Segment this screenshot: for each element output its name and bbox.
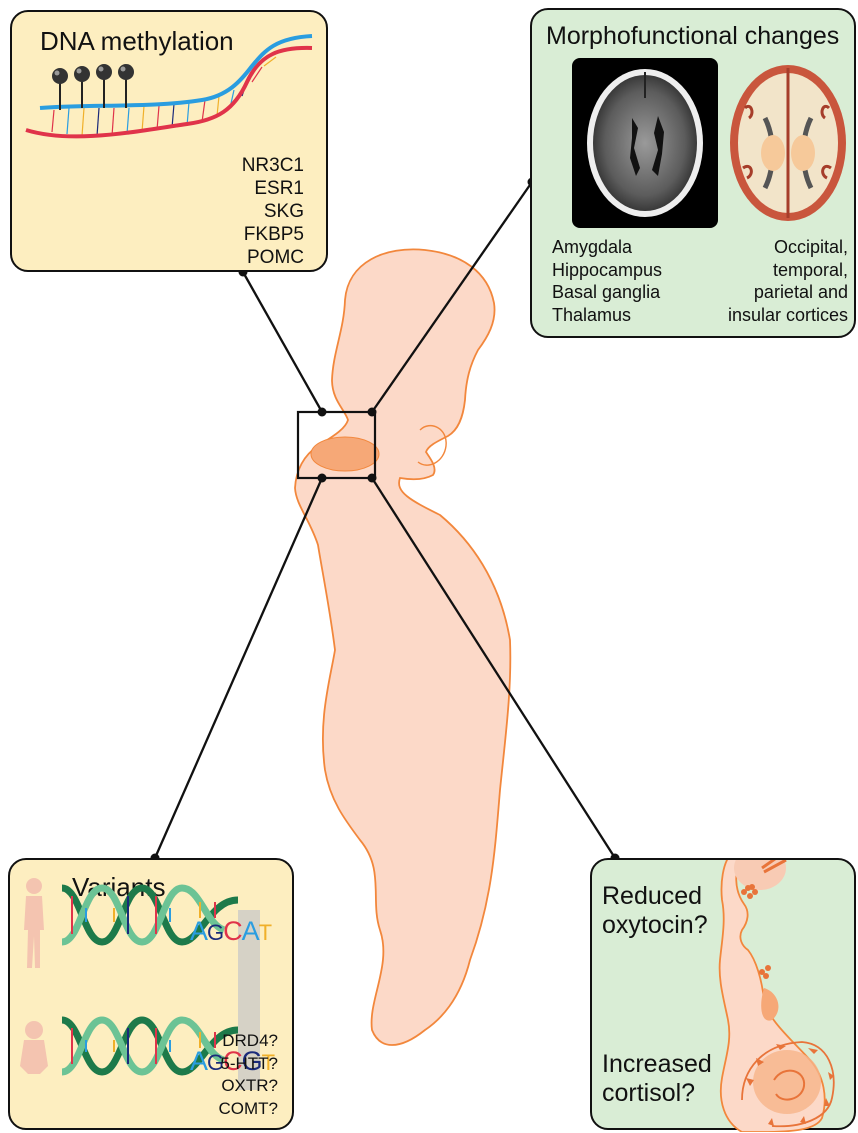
increased-line: Increased [602,1050,712,1079]
gene-label: NR3C1 [242,154,304,177]
base-letter: C [223,916,242,946]
region-label: temporal, [728,259,848,282]
gene-label: OXTR? [219,1075,279,1098]
variants-panel: Variants [8,858,294,1130]
reduced-line: Reduced [602,882,708,911]
region-label: Amygdala [552,236,662,259]
oxytocin-line: oxytocin? [602,911,708,940]
sequence-top: AGCAT [190,916,271,947]
gene-label: COMT? [219,1098,279,1121]
brain-highlight [311,437,379,471]
methylation-gene-list: NR3C1 ESR1 SKG FKBP5 POMC [242,154,304,269]
hormones-panel: Reduced oxytocin? Increased cortisol? [590,858,856,1130]
base-letter: A [190,1046,207,1076]
region-label: Basal ganglia [552,281,662,304]
variant-gene-list: DRD4? 5-HTT? OXTR? COMT? [219,1030,279,1120]
morphofunctional-panel: Morphofunctional changes [530,8,856,338]
brain-slice-illustration [725,58,851,228]
reduced-oxytocin-label: Reduced oxytocin? [602,882,708,940]
morphofunctional-title: Morphofunctional changes [546,22,839,51]
region-label: insular cortices [728,304,848,327]
gene-label: FKBP5 [242,223,304,246]
gene-label: SKG [242,200,304,223]
gene-label: 5-HTT? [219,1053,279,1076]
region-label: Thalamus [552,304,662,327]
base-letter: A [242,916,259,946]
dna-methylation-panel: DNA methylation [10,10,328,272]
base-letter: G [207,920,223,945]
gene-label: ESR1 [242,177,304,200]
gene-label: DRD4? [219,1030,279,1053]
cortisol-line: cortisol? [602,1079,712,1108]
region-label: Occipital, [728,236,848,259]
dna-double-helix-icon [12,12,330,162]
subcortical-region-list: Amygdala Hippocampus Basal ganglia Thala… [552,236,662,326]
increased-cortisol-label: Increased cortisol? [602,1050,712,1108]
gene-label: POMC [242,246,304,269]
cortical-region-list: Occipital, temporal, parietal and insula… [728,236,848,326]
mri-scan-image [572,58,718,228]
region-label: parietal and [728,281,848,304]
base-letter: T [259,920,271,945]
region-label: Hippocampus [552,259,662,282]
base-letter: A [190,916,207,946]
